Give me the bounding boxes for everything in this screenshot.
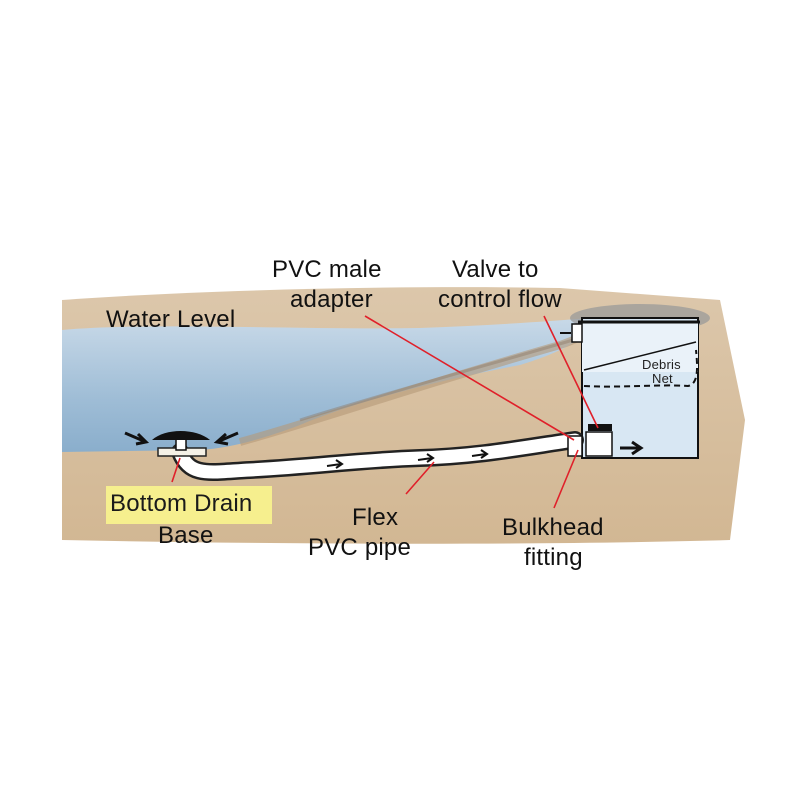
leader-bottom-drain [171,457,181,483]
bottom-drain-highlight [106,486,272,524]
leader-bulkhead [553,449,579,509]
drain-arrow-left [124,431,150,446]
outflow-arrow [620,440,644,456]
label-bulkhead-line1: Bulkhead [502,514,604,541]
label-pvc-adapter-line2: adapter [290,286,373,313]
label-bulkhead-line2: fitting [524,544,583,571]
valve-handle [588,424,612,431]
leader-valve [543,315,599,429]
label-valve-line2: control flow [438,286,562,313]
flow-arrow-2 [417,453,435,463]
label-valve-line1: Valve to [452,256,539,283]
shore-shadow [299,336,581,422]
leader-flex [405,461,435,495]
valve-body [585,431,613,457]
label-debris-line2: Net [652,371,673,386]
flow-arrow-1 [326,459,344,469]
drain-cover [152,431,210,440]
bulkhead-fitting [567,435,583,457]
leader-adapter [364,315,575,441]
label-pvc-adapter-line1: PVC male [272,256,382,283]
drain-arrow-right [213,431,239,446]
pond-water [62,318,592,452]
debris-net-bag [583,349,698,388]
label-bottom-drain-line1: Bottom Drain [110,490,253,517]
label-bottom-drain-line2: Base [158,522,214,549]
tank-inlet-box [571,323,583,343]
flow-arrow-3 [471,449,489,459]
label-flex-line2: PVC pipe [308,534,411,561]
label-flex-line1: Flex [352,504,399,531]
label-debris-line1: Debris [642,357,681,372]
flex-pipe-inner [173,433,582,479]
debris-net-top [583,341,697,371]
label-water-level: Water Level [106,306,236,333]
